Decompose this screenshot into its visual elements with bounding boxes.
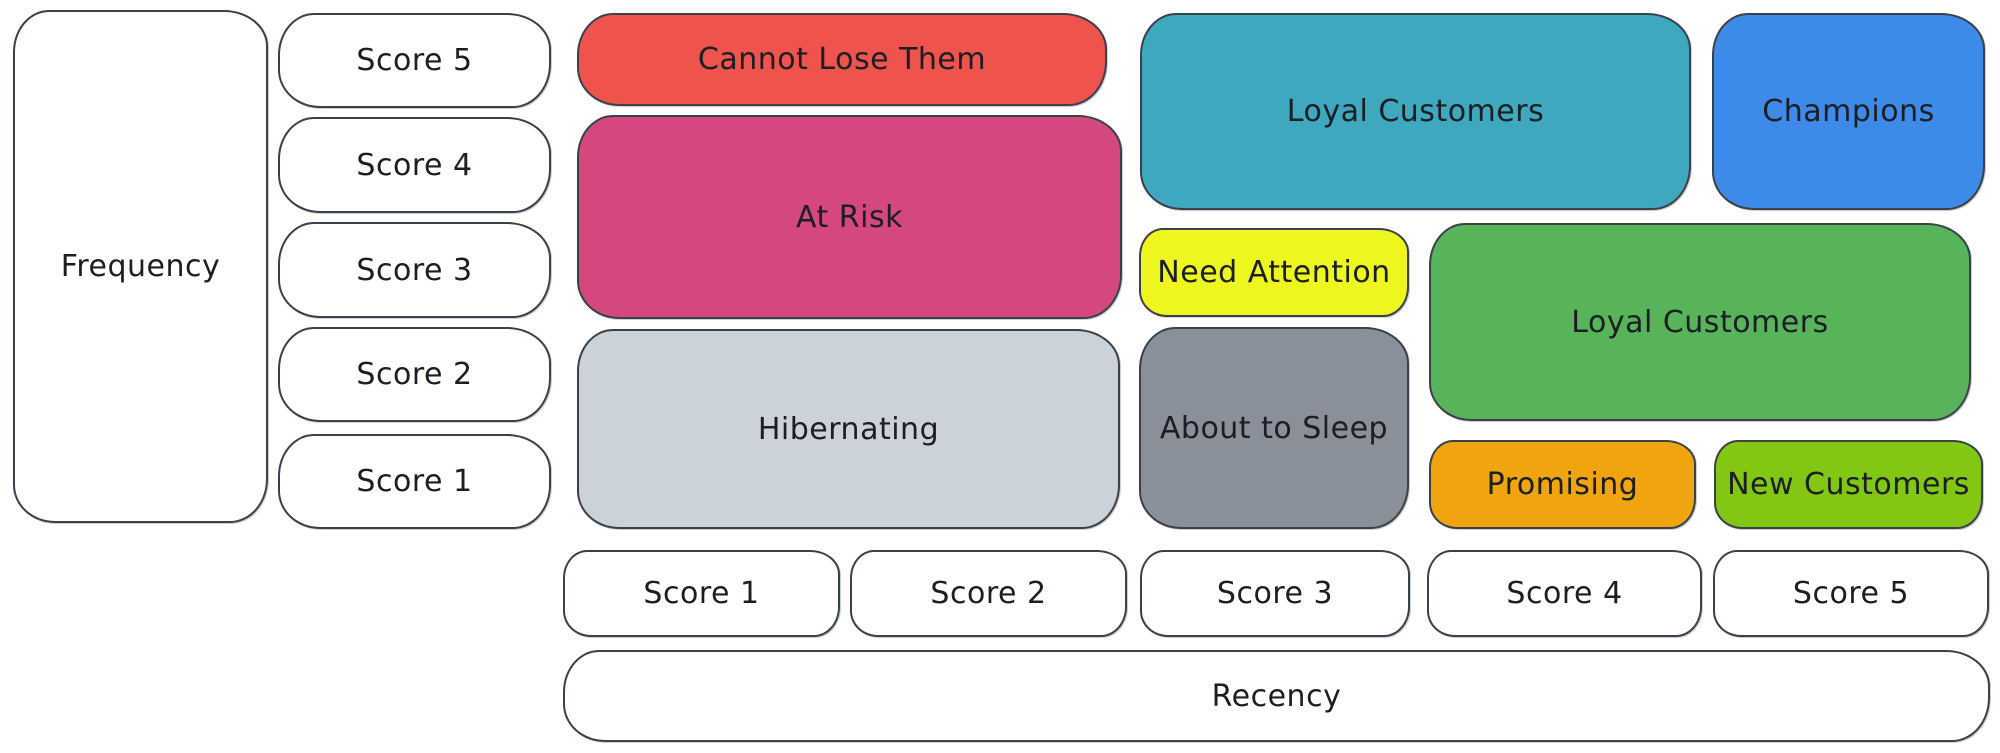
segment-champions: Champions — [1712, 13, 1985, 210]
segment-need-attention-label: Need Attention — [1157, 255, 1391, 290]
frequency-score-5-label: Score 5 — [356, 43, 473, 78]
segment-loyal-customers-teal-label: Loyal Customers — [1286, 94, 1545, 129]
segment-at-risk: At Risk — [577, 115, 1122, 319]
segment-promising-label: Promising — [1486, 467, 1639, 502]
recency-score-3-label: Score 3 — [1216, 576, 1334, 611]
recency-score-2-box: Score 2 — [850, 550, 1127, 637]
frequency-axis-label-box: Frequency — [13, 10, 268, 523]
segment-loyal-customers-teal: Loyal Customers — [1140, 13, 1691, 210]
recency-score-4-box: Score 4 — [1427, 550, 1702, 637]
segment-at-risk-label: At Risk — [796, 199, 903, 235]
segment-about-to-sleep-label: About to Sleep — [1159, 410, 1389, 446]
recency-score-1-label: Score 1 — [643, 576, 760, 611]
frequency-score-4-box: Score 4 — [278, 117, 551, 213]
frequency-score-4-label: Score 4 — [356, 147, 473, 183]
segment-new-customers: New Customers — [1714, 440, 1983, 529]
segment-hibernating: Hibernating — [577, 329, 1120, 529]
frequency-score-2-label: Score 2 — [356, 357, 473, 392]
segment-loyal-customers-green: Loyal Customers — [1429, 223, 1971, 421]
recency-score-3-box: Score 3 — [1140, 550, 1410, 637]
recency-axis-label-box: Recency — [563, 650, 1990, 742]
segment-cannot-lose-them-label: Cannot Lose Them — [697, 42, 987, 77]
frequency-score-2-box: Score 2 — [278, 327, 551, 422]
segment-hibernating-label: Hibernating — [757, 411, 940, 447]
recency-score-2-label: Score 2 — [930, 576, 1047, 611]
segment-champions-label: Champions — [1762, 94, 1935, 129]
recency-score-1-box: Score 1 — [563, 550, 840, 637]
frequency-score-3-label: Score 3 — [356, 252, 473, 288]
recency-axis-label: Recency — [1211, 678, 1342, 714]
segment-about-to-sleep: About to Sleep — [1139, 327, 1409, 529]
segment-promising: Promising — [1429, 440, 1696, 529]
frequency-score-1-label: Score 1 — [356, 464, 473, 499]
recency-score-4-label: Score 4 — [1506, 576, 1623, 611]
segment-cannot-lose-them: Cannot Lose Them — [577, 13, 1107, 106]
segment-need-attention: Need Attention — [1139, 228, 1409, 317]
segment-new-customers-label: New Customers — [1727, 467, 1970, 502]
frequency-score-5-box: Score 5 — [278, 13, 551, 108]
recency-score-5-box: Score 5 — [1713, 550, 1989, 637]
segment-loyal-customers-green-label: Loyal Customers — [1571, 304, 1829, 340]
frequency-score-3-box: Score 3 — [278, 222, 551, 318]
recency-score-5-label: Score 5 — [1792, 576, 1910, 611]
frequency-axis-label: Frequency — [60, 249, 221, 284]
frequency-score-1-box: Score 1 — [278, 434, 551, 529]
